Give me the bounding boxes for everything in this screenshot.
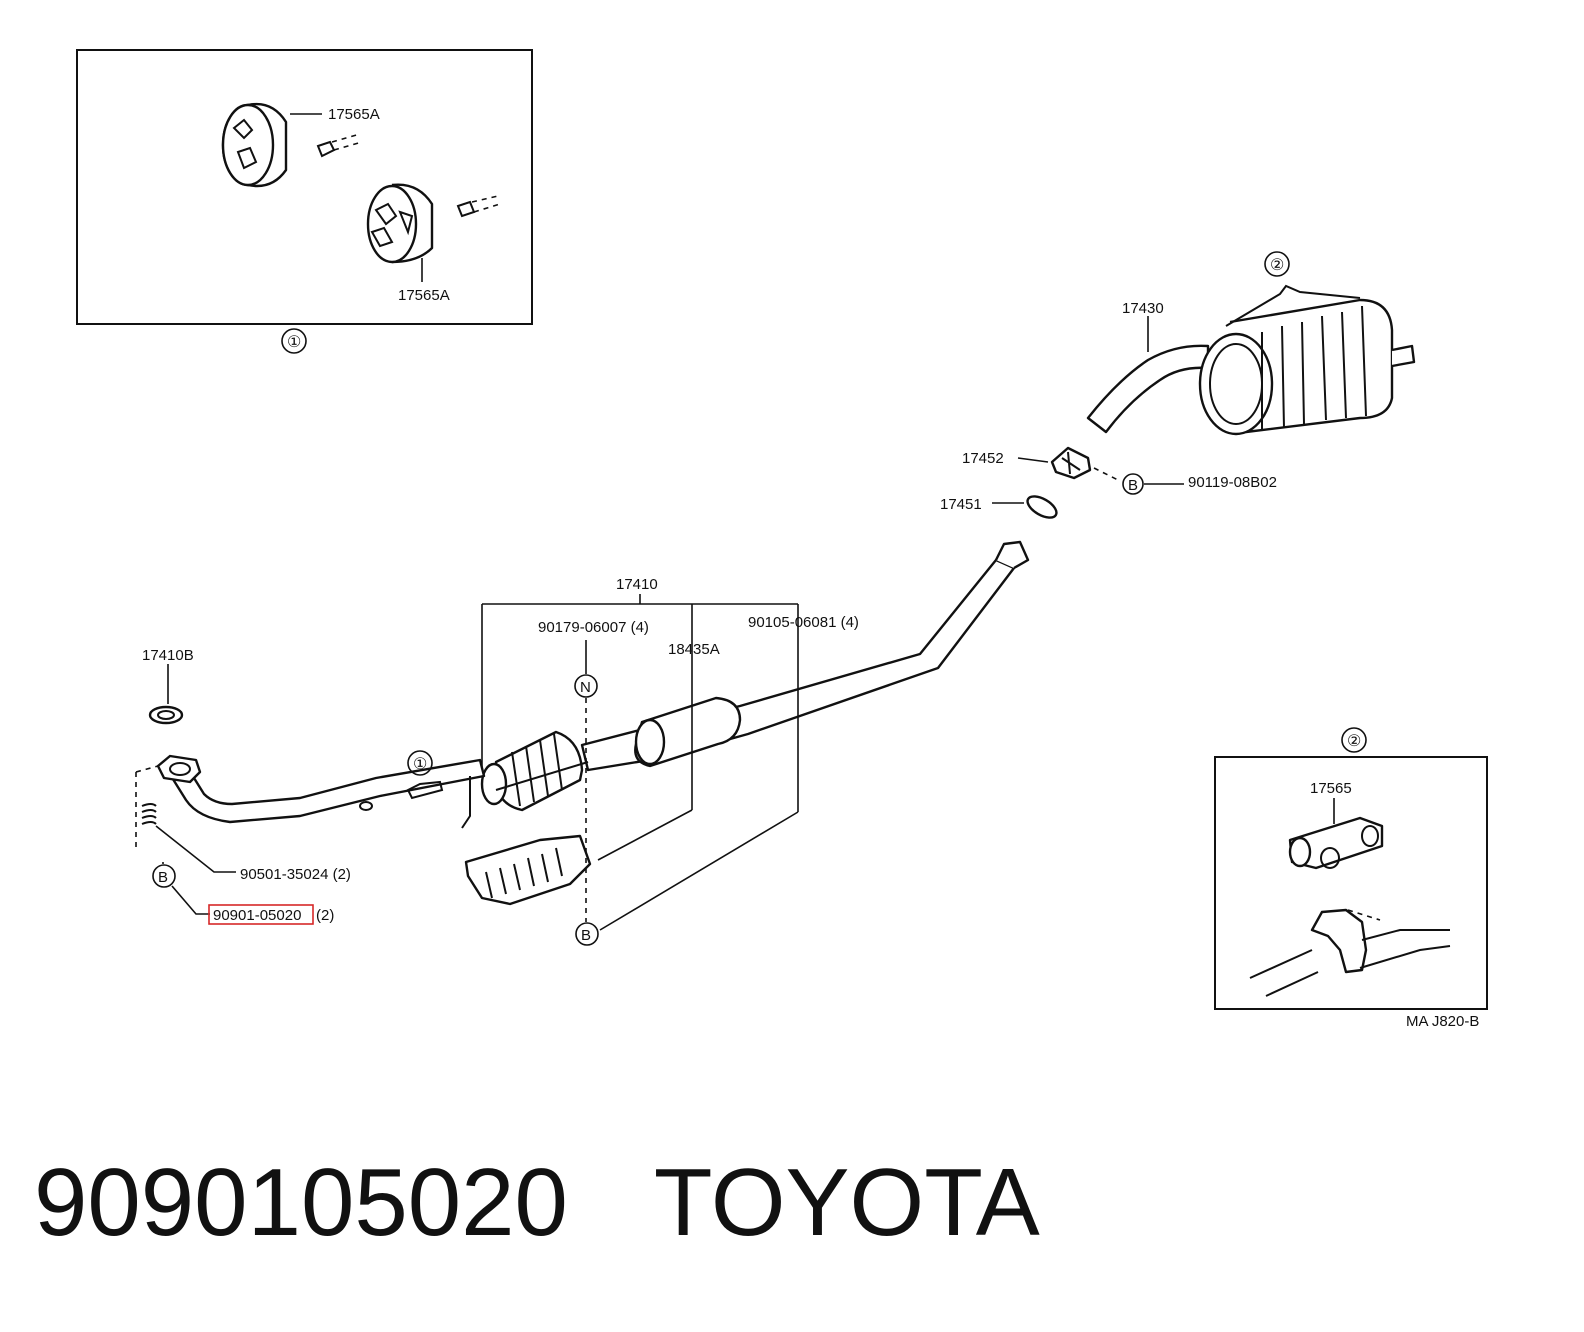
svg-text:B: B [581,927,591,944]
callout-90901: B 90901-05020 (2) [152,862,334,925]
diagram-code: MA J820-B [1406,1013,1479,1030]
label-17452: 17452 [962,450,1004,467]
exhaust-gasket-17452: 17452 [962,446,1119,481]
label-90179-06007: 90179-06007 (4) [538,619,649,636]
svg-text:B: B [158,869,168,886]
b-marker-center: B [575,922,599,946]
inset-1-frame [76,49,533,325]
callout-17410: 17410 [481,576,799,931]
svg-text:B: B [1128,477,1138,494]
heat-shield-18435A [464,834,592,906]
inset-2-marker: ② [1347,733,1361,750]
label-18435A: 18435A [668,641,720,658]
hanger-17565 [1288,816,1384,870]
hanger-cushion-lower [366,183,434,264]
highlight-box-90901-05020 [208,904,314,925]
tail-muffler: ② 17430 [1086,251,1416,436]
label-90105-06081: 90105-06081 (4) [748,614,859,631]
inset-1-marker: ① [287,334,301,351]
pipe-marker: ① [413,756,427,773]
label-90901-05020: 90901-05020 [213,907,301,924]
inset-2-frame [1214,756,1488,1010]
bolt-top [316,133,363,158]
caption-brand: TOYOTA [653,1149,1040,1256]
n-marker: N [574,640,598,922]
label-90901-qty: (2) [316,907,334,924]
bracket-detail [1249,908,1451,997]
svg-text:N: N [580,679,591,696]
inset-2: ② 17565 [1214,727,1488,1010]
label-17410: 17410 [616,576,658,593]
label-17565A-lower: 17565A [398,287,450,304]
label-90501-35024: 90501-35024 (2) [240,866,351,883]
gasket-17410B: 17410B [142,647,194,725]
muffler-marker: ② [1270,257,1284,274]
front-exhaust-pipe [135,540,1030,850]
label-17565A-top: 17565A [328,106,380,123]
label-90119-08B02: 90119-08B02 [1188,474,1277,491]
callout-90501: 90501-35024 (2) [155,825,351,883]
label-17451: 17451 [940,496,982,513]
caption-part-number: 9090105020 [34,1149,568,1256]
inset-1: 17565A 17565A ① [76,49,533,354]
caption: 9090105020 TOYOTA [34,1148,1040,1258]
bolt-lower [456,195,501,218]
ring-17451: 17451 [940,495,1058,519]
b-marker-90119: B 90119-08B02 [1122,473,1277,495]
label-17410B: 17410B [142,647,194,664]
label-17430: 17430 [1122,300,1164,317]
hanger-cushion-top [221,102,288,188]
label-17565: 17565 [1310,780,1352,797]
